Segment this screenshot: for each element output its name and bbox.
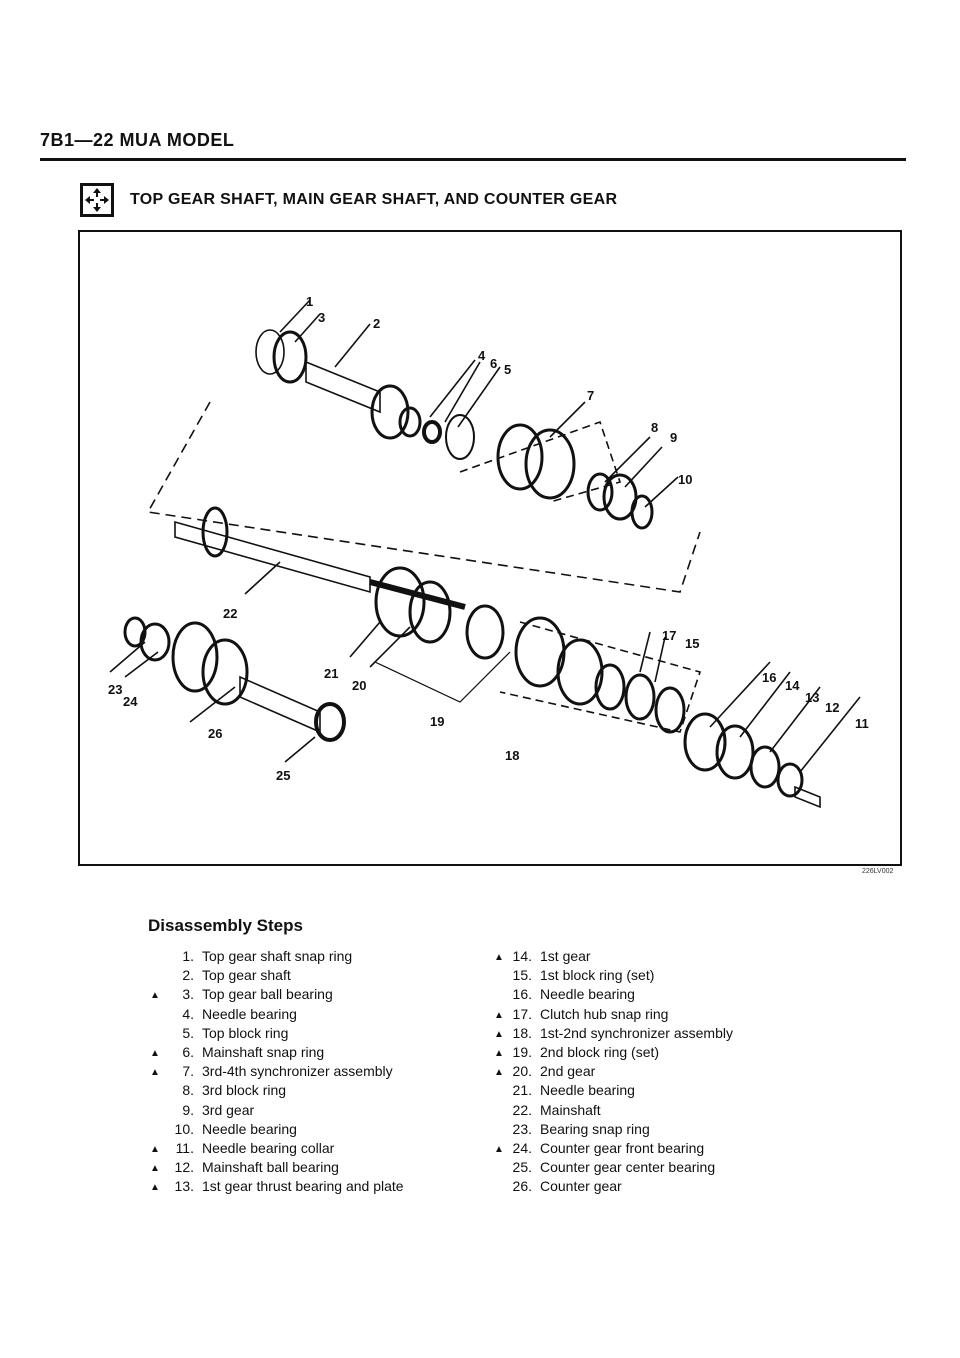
callout-26: 26 bbox=[208, 726, 222, 741]
step-text: 2nd gear bbox=[540, 1063, 596, 1080]
step-text: 1st-2nd synchronizer assembly bbox=[540, 1024, 733, 1041]
step-text: Counter gear bbox=[540, 1178, 622, 1195]
step-number: 7. bbox=[182, 1063, 194, 1080]
callout-22: 22 bbox=[223, 606, 237, 621]
step-text: Clutch hub snap ring bbox=[540, 1005, 669, 1022]
step-number: 23. bbox=[512, 1120, 532, 1137]
triangle-marker-icon: ▲ bbox=[494, 952, 504, 963]
triangle-marker-icon: ▲ bbox=[150, 1067, 160, 1079]
callout-20: 20 bbox=[352, 678, 366, 693]
step-text: Needle bearing bbox=[540, 986, 635, 1003]
step-text: Needle bearing collar bbox=[202, 1139, 335, 1156]
step-number: 3. bbox=[182, 986, 194, 1003]
triangle-marker-icon: ▲ bbox=[150, 1143, 160, 1155]
triangle-marker-icon: ▲ bbox=[150, 1163, 160, 1175]
callout-15: 15 bbox=[685, 636, 699, 651]
callout-7: 7 bbox=[587, 388, 594, 403]
callout-10: 10 bbox=[678, 472, 692, 487]
step-number: 5. bbox=[182, 1024, 194, 1041]
callout-16: 16 bbox=[762, 670, 776, 685]
callout-3: 3 bbox=[318, 310, 325, 325]
step-text: Mainshaft ball bearing bbox=[202, 1159, 339, 1176]
step-text: 1st gear bbox=[540, 948, 591, 964]
callout-12: 12 bbox=[825, 700, 839, 715]
step-text: Mainshaft bbox=[540, 1101, 601, 1118]
step-number: 15. bbox=[512, 967, 532, 984]
callout-23: 23 bbox=[108, 682, 122, 697]
step-number: 12. bbox=[174, 1159, 194, 1176]
triangle-marker-icon: ▲ bbox=[494, 1009, 504, 1021]
step-text: Mainshaft snap ring bbox=[202, 1043, 325, 1060]
callout-24: 24 bbox=[123, 694, 138, 709]
step-number: 16. bbox=[512, 986, 532, 1003]
callout-25: 25 bbox=[276, 768, 290, 783]
step-number: 10. bbox=[174, 1120, 194, 1137]
triangle-marker-icon: ▲ bbox=[494, 1143, 504, 1155]
callout-8: 8 bbox=[651, 420, 658, 435]
step-number: 8. bbox=[182, 1082, 194, 1099]
step-text: 1st gear thrust bearing and plate bbox=[202, 1178, 404, 1195]
step-number: 20. bbox=[512, 1063, 532, 1080]
step-number: 26. bbox=[512, 1178, 532, 1195]
step-text: 3rd-4th synchronizer assembly bbox=[202, 1063, 393, 1080]
step-number: 24. bbox=[512, 1139, 532, 1156]
four-way-arrow-icon bbox=[85, 188, 109, 212]
step-text: Counter gear center bearing bbox=[540, 1159, 716, 1176]
callout-1: 1 bbox=[306, 294, 313, 309]
step-text: Needle bearing bbox=[202, 1005, 297, 1022]
step-text: Top gear ball bearing bbox=[202, 986, 333, 1003]
callout-2: 2 bbox=[373, 316, 380, 331]
disassembly-steps-title: Disassembly Steps bbox=[148, 916, 303, 935]
triangle-marker-icon: ▲ bbox=[494, 1047, 504, 1059]
triangle-marker-icon: ▲ bbox=[150, 990, 160, 1002]
exploded-view-drawing: 1234567891011121314151617181920212223242… bbox=[108, 294, 869, 809]
step-text: Needle bearing bbox=[202, 1120, 297, 1137]
page-header-title: 7B1—22 MUA MODEL bbox=[40, 130, 235, 150]
step-number: 11. bbox=[175, 1139, 194, 1156]
callout-5: 5 bbox=[504, 362, 511, 377]
callout-4: 4 bbox=[478, 348, 486, 363]
step-number: 9. bbox=[182, 1101, 194, 1118]
callout-6: 6 bbox=[490, 356, 497, 371]
step-number: 4. bbox=[182, 1005, 194, 1022]
step-text: 2nd block ring (set) bbox=[540, 1043, 660, 1060]
header-divider bbox=[40, 158, 906, 161]
step-text: Top block ring bbox=[202, 1024, 289, 1041]
callout-9: 9 bbox=[670, 430, 677, 445]
step-text: Top gear shaft bbox=[202, 967, 291, 984]
step-text: Bearing snap ring bbox=[540, 1120, 650, 1137]
step-number: 22. bbox=[512, 1101, 532, 1118]
step-number: 2. bbox=[182, 967, 194, 984]
triangle-marker-icon: ▲ bbox=[494, 1028, 504, 1040]
step-text: 1st block ring (set) bbox=[540, 967, 655, 984]
disassembly-arrows-icon bbox=[80, 183, 114, 217]
callout-19: 19 bbox=[430, 714, 444, 729]
section-title: TOP GEAR SHAFT, MAIN GEAR SHAFT, AND COU… bbox=[130, 191, 618, 208]
step-text: Counter gear front bearing bbox=[540, 1139, 705, 1156]
step-number: 1. bbox=[182, 948, 194, 964]
step-number: 6. bbox=[182, 1043, 194, 1060]
callout-14: 14 bbox=[785, 678, 800, 693]
step-number: 19. bbox=[512, 1043, 532, 1060]
step-number: 17. bbox=[512, 1005, 532, 1022]
callout-11: 11 bbox=[855, 716, 869, 731]
callout-17: 17 bbox=[662, 628, 676, 643]
callout-18: 18 bbox=[505, 748, 519, 763]
step-text: 3rd gear bbox=[202, 1101, 255, 1118]
step-text: Top gear shaft snap ring bbox=[202, 948, 353, 964]
callout-21: 21 bbox=[324, 666, 338, 681]
callout-13: 13 bbox=[805, 690, 819, 705]
triangle-marker-icon: ▲ bbox=[150, 1047, 160, 1059]
figure-code: 226LV002 bbox=[862, 868, 894, 875]
step-text: 3rd block ring bbox=[202, 1082, 287, 1099]
step-number: 14. bbox=[512, 948, 532, 964]
step-number: 21. bbox=[512, 1082, 532, 1099]
triangle-marker-icon: ▲ bbox=[494, 1067, 504, 1079]
step-number: 18. bbox=[512, 1024, 532, 1041]
step-number: 13. bbox=[174, 1178, 194, 1195]
step-text: Needle bearing bbox=[540, 1082, 635, 1099]
step-number: 25. bbox=[512, 1159, 532, 1176]
triangle-marker-icon: ▲ bbox=[150, 1182, 160, 1194]
